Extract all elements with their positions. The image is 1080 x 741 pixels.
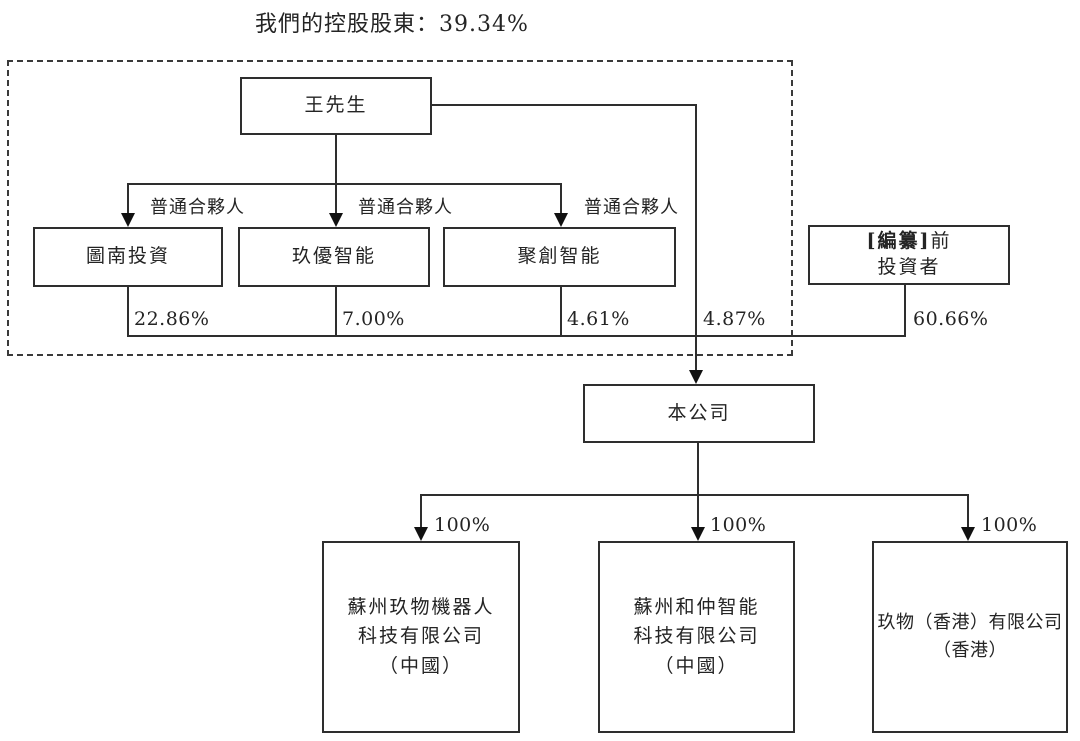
subsidiary3-line2: （香港） — [933, 640, 1007, 661]
subsidiary3-line1: 玖物（香港）有限公司 — [877, 612, 1063, 634]
subsidiary1-box: 蘇州玖物機器人 科技有限公司 （中國） — [322, 541, 520, 733]
pct-sub3: 100% — [981, 514, 1038, 536]
pct-pre-investors: 60.66% — [913, 308, 989, 330]
pre-investors-line2: 投資者 — [877, 256, 941, 278]
company-arrow-icon — [689, 370, 703, 384]
sub-drop2-arrow-icon — [691, 527, 705, 541]
sub-drop3-arrow-icon — [961, 527, 975, 541]
gp-drop1-arrow-icon — [121, 213, 135, 227]
jiuyou-label: 玖優智能 — [291, 245, 376, 268]
jiuyou-ownership-vline — [335, 287, 337, 337]
subsidiary1-line3: （中國） — [378, 654, 463, 677]
gp-drop1-vline — [127, 183, 129, 215]
general-partner-label-3: 普通合夥人 — [584, 197, 679, 218]
subsidiary2-line2: 科技有限公司 — [633, 625, 760, 648]
diagram-title: 我們的控股股東：39.34% — [255, 12, 529, 37]
subsidiary1-line2: 科技有限公司 — [357, 625, 484, 648]
subsidiary3-box: 玖物（香港）有限公司 （香港） — [872, 541, 1068, 733]
company-to-sub-bus-vline — [697, 443, 699, 494]
wang-direct-vline — [695, 104, 697, 370]
general-partner-label-1: 普通合夥人 — [150, 197, 245, 218]
mr-wang-label: 王先生 — [304, 94, 368, 117]
pct-sub2: 100% — [710, 514, 767, 536]
ownership-bus-hline — [127, 335, 906, 337]
general-partner-label-2: 普通合夥人 — [358, 197, 453, 218]
tunan-box: 圖南投資 — [33, 227, 223, 287]
sub-bus-hline — [420, 494, 969, 496]
subsidiary2-box: 蘇州和仲智能 科技有限公司 （中國） — [598, 541, 795, 733]
wang-to-gp-bus-vline — [335, 135, 337, 183]
mr-wang-box: 王先生 — [240, 77, 432, 135]
company-box: 本公司 — [583, 384, 815, 443]
gp-drop3-vline — [560, 183, 562, 215]
sub-drop1-arrow-icon — [414, 527, 428, 541]
sub-drop3-vline — [967, 494, 969, 527]
pct-wang-direct: 4.87% — [703, 308, 766, 330]
company-label: 本公司 — [667, 401, 731, 424]
subsidiary1-line1: 蘇州玖物機器人 — [347, 595, 495, 618]
pct-jiuyou: 7.00% — [342, 308, 405, 330]
pct-sub1: 100% — [434, 514, 491, 536]
sub-drop1-vline — [420, 494, 422, 527]
gp-bus-hline — [127, 183, 562, 185]
pre-investors-redacted: [編纂] — [866, 230, 931, 253]
juchuang-label: 聚創智能 — [517, 245, 602, 268]
tunan-ownership-vline — [127, 287, 129, 337]
jiuyou-box: 玖優智能 — [238, 227, 430, 287]
sub-drop2-vline — [697, 494, 699, 527]
subsidiary2-line1: 蘇州和仲智能 — [633, 595, 760, 618]
controlling-group-dashed-border — [7, 60, 793, 356]
wang-direct-hline — [432, 104, 697, 106]
pct-juchuang: 4.61% — [567, 308, 630, 330]
gp-drop3-arrow-icon — [554, 213, 568, 227]
juchuang-box: 聚創智能 — [443, 227, 676, 287]
pct-tunan: 22.86% — [134, 308, 210, 330]
subsidiary2-line3: （中國） — [654, 654, 739, 677]
pre-investors-ownership-vline — [904, 285, 906, 337]
pre-investors-line1: [編纂]前 — [867, 229, 952, 255]
tunan-label: 圖南投資 — [85, 245, 170, 268]
pre-investors-box: [編纂]前 投資者 — [808, 225, 1010, 285]
juchuang-ownership-vline — [560, 287, 562, 337]
pre-investors-line1-rest: 前 — [930, 230, 952, 253]
gp-drop2-vline — [335, 183, 337, 215]
gp-drop2-arrow-icon — [329, 213, 343, 227]
